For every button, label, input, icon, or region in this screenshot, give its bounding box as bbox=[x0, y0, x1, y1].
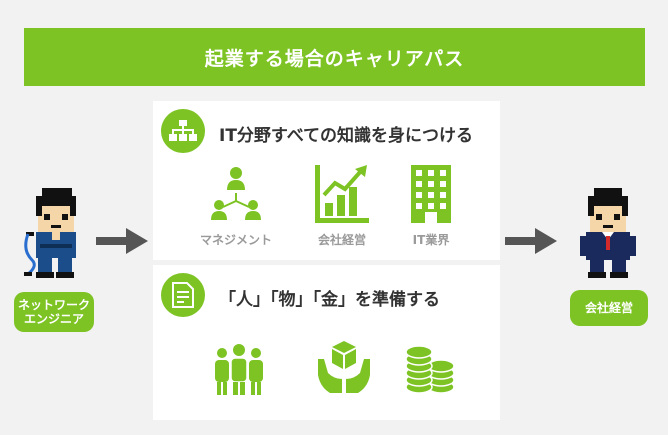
item-label-company: 会社経営 bbox=[317, 233, 366, 247]
resources-panel: 「人」「物」「金」を準備する bbox=[153, 265, 500, 420]
badge-line: ネットワーク bbox=[17, 297, 90, 312]
network-engineer-badge: ネットワーク エンジニア bbox=[14, 292, 94, 332]
item-label-it-industry: IT業界 bbox=[412, 233, 450, 247]
coins-icon bbox=[405, 343, 455, 399]
hierarchy-icon bbox=[161, 109, 205, 153]
growth-chart-icon bbox=[315, 165, 369, 227]
company-owner-badge: 会社経営 bbox=[570, 290, 648, 326]
document-icon bbox=[161, 273, 205, 317]
badge-line: エンジニア bbox=[23, 312, 84, 326]
company-owner-avatar bbox=[578, 188, 638, 286]
arrow-right-icon bbox=[96, 228, 148, 258]
panel-title: IT分野すべての知識を身につける bbox=[219, 126, 474, 146]
management-icon bbox=[211, 165, 261, 225]
panel-title: 「人」「物」「金」を準備する bbox=[219, 290, 440, 310]
arrow-right-icon bbox=[505, 228, 557, 258]
knowledge-panel: IT分野すべての知識を身につける マネジメント 会社経営 bbox=[153, 101, 500, 260]
people-icon bbox=[213, 343, 265, 399]
building-icon bbox=[409, 165, 453, 227]
page-title: 起業する場合のキャリアパス bbox=[24, 28, 645, 86]
box-in-hands-icon bbox=[316, 339, 372, 399]
item-label-management: マネジメント bbox=[199, 233, 272, 247]
network-engineer-avatar bbox=[22, 188, 88, 286]
